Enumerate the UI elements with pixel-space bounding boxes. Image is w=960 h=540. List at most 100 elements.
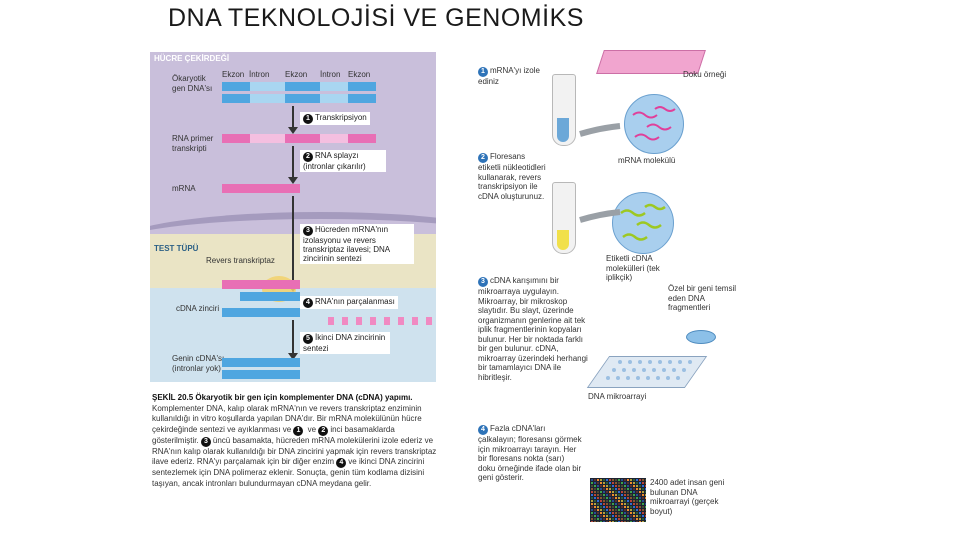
scan-spot: [591, 506, 593, 508]
scan-spot: [600, 521, 602, 522]
scan-spot: [597, 494, 599, 496]
scan-spot: [627, 521, 629, 522]
scan-spot: [639, 500, 641, 502]
scan-spot: [624, 488, 626, 490]
rna-exon: [285, 134, 320, 143]
scan-spot: [621, 512, 623, 514]
scan-spot: [597, 497, 599, 499]
scan-spot: [609, 512, 611, 514]
scan-spot: [612, 512, 614, 514]
dna-fragment-dot: [686, 330, 716, 344]
scan-spot: [630, 518, 632, 520]
scan-spot: [645, 494, 646, 496]
scan-spot: [630, 488, 632, 490]
scan-spot: [597, 488, 599, 490]
scan-spot: [636, 497, 638, 499]
scan-spot: [594, 509, 596, 511]
scan-spot: [645, 488, 646, 490]
dna-exon: [348, 94, 376, 103]
scan-spot: [615, 479, 617, 481]
cdna-label: cDNA zinciri: [176, 304, 220, 313]
rna-fragment: [370, 317, 376, 325]
scan-spot: [624, 512, 626, 514]
scan-spot: [633, 521, 635, 522]
scan-spot: [633, 482, 635, 484]
scan-spot: [603, 482, 605, 484]
mrna-circle: [624, 94, 684, 154]
scanned-microarray: [590, 478, 646, 522]
scan-spot: [642, 506, 644, 508]
cdna-molecules: [620, 203, 666, 241]
page-title: DNA TEKNOLOJİSİ VE GENOMİKS: [168, 4, 584, 32]
scan-spot: [624, 479, 626, 481]
scan-spot: [645, 509, 646, 511]
scan-spot: [618, 497, 620, 499]
scan-spot: [630, 485, 632, 487]
scan-spot: [633, 512, 635, 514]
scan-spot: [606, 491, 608, 493]
scan-spot: [642, 497, 644, 499]
scanned-spots: [591, 479, 646, 522]
scan-spot: [594, 479, 596, 481]
scan-spot: [597, 521, 599, 522]
reverse-transcriptase-label: Revers transkriptaz: [206, 256, 275, 265]
scan-spot: [603, 509, 605, 511]
scan-spot: [621, 518, 623, 520]
scan-spot: [624, 491, 626, 493]
segment-label-exon-3: Ekzon: [348, 70, 371, 79]
scan-spot: [609, 518, 611, 520]
scan-spot: [633, 503, 635, 505]
scan-spot: [618, 506, 620, 508]
scan-spot: [603, 521, 605, 522]
rna-intron: [320, 134, 348, 143]
scan-spot: [603, 500, 605, 502]
microarray-spots: [606, 360, 692, 380]
scan-spot: [606, 521, 608, 522]
scan-spot: [594, 497, 596, 499]
scan-spot: [594, 491, 596, 493]
scan-spot: [609, 506, 611, 508]
scan-spot: [609, 497, 611, 499]
segment-label-intron-2: İntron: [320, 70, 341, 79]
scan-spot: [609, 494, 611, 496]
scan-spot: [633, 518, 635, 520]
scan-spot: [606, 500, 608, 502]
scan-spot: [603, 497, 605, 499]
scan-spot: [627, 479, 629, 481]
scan-spot: [609, 500, 611, 502]
scan-spot: [633, 515, 635, 517]
scan-spot: [642, 500, 644, 502]
scan-spot: [639, 479, 641, 481]
grid-label: 2400 adet insan geni bulunan DNA mikroar…: [650, 478, 725, 516]
scan-spot: [597, 503, 599, 505]
dna-exon: [285, 94, 320, 103]
scan-spot: [630, 494, 632, 496]
scan-spot: [618, 509, 620, 511]
scan-spot: [612, 494, 614, 496]
scan-spot: [600, 506, 602, 508]
scan-spot: [594, 506, 596, 508]
specific-gene-label: Özel bir geni temsil eden DNA fragmentle…: [668, 284, 737, 312]
scan-spot: [603, 518, 605, 520]
scan-spot: [618, 518, 620, 520]
scan-spot: [615, 491, 617, 493]
mrna-label: mRNA: [172, 184, 196, 193]
scan-spot: [624, 500, 626, 502]
dna-exon: [285, 82, 320, 91]
scan-spot: [636, 503, 638, 505]
scan-spot: [606, 485, 608, 487]
scan-spot: [630, 506, 632, 508]
scan-spot: [630, 512, 632, 514]
scan-spot: [636, 512, 638, 514]
scan-spot: [630, 500, 632, 502]
scan-spot: [645, 512, 646, 514]
scan-spot: [615, 503, 617, 505]
rna-fragment: [412, 317, 418, 325]
scan-spot: [594, 515, 596, 517]
scan-spot: [618, 503, 620, 505]
scan-spot: [597, 482, 599, 484]
scan-spot: [636, 494, 638, 496]
scan-spot: [591, 479, 593, 481]
